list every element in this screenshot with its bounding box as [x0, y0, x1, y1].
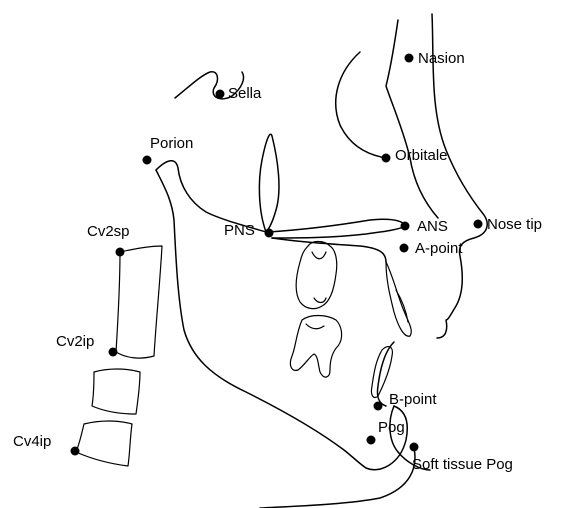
landmark-dot: [474, 220, 483, 229]
landmark-dot: [400, 244, 409, 253]
landmark-label: Nose tip: [487, 216, 542, 233]
landmark-dot: [265, 229, 274, 238]
landmark-nasion: Nasion: [405, 50, 465, 67]
maxilla-outline: [272, 238, 386, 262]
palate-outline: [268, 219, 406, 238]
landmark-label: Cv4ip: [13, 433, 51, 450]
lower-molar: [290, 316, 341, 378]
landmark-orbitale: Orbitale: [382, 147, 448, 164]
orbit-rim: [336, 52, 386, 158]
landmark-label: Orbitale: [395, 147, 448, 164]
landmark-label: B-point: [389, 391, 437, 408]
landmark-label: Soft tissue Pog: [412, 456, 513, 473]
cv2-vertebra: [116, 246, 162, 358]
landmark-label: Sella: [228, 85, 262, 102]
landmark-a-point: A-point: [400, 240, 464, 257]
landmark-dot: [216, 90, 225, 99]
upper-molar-root: [312, 252, 326, 303]
landmark-label: Nasion: [418, 50, 465, 67]
landmark-dot: [401, 222, 410, 231]
landmark-dot: [143, 156, 152, 165]
mandible-ramus: [156, 170, 407, 470]
cv4-vertebra: [76, 421, 132, 466]
chin-soft-tissue: [260, 448, 415, 508]
landmark-dot: [116, 248, 125, 257]
landmark-dot: [109, 348, 118, 357]
landmark-dot: [374, 402, 383, 411]
upper-incisor: [386, 262, 411, 336]
landmark-dot: [405, 54, 414, 63]
landmark-dot: [382, 154, 391, 163]
landmark-label: Cv2sp: [87, 223, 130, 240]
landmark-nose-tip: Nose tip: [474, 216, 543, 233]
landmark-label: PNS: [224, 222, 255, 239]
landmark-label: A-point: [415, 240, 463, 257]
landmark-dot: [410, 443, 419, 452]
landmark-pns: PNS: [224, 222, 274, 239]
landmark-label: Pog: [378, 419, 405, 436]
landmark-cv2ip: Cv2ip: [56, 333, 118, 357]
landmark-cv4ip: Cv4ip: [13, 433, 80, 456]
pterygoid-outline: [259, 134, 279, 232]
landmark-soft-tissue-pog: Soft tissue Pog: [410, 443, 513, 474]
landmark-cv2sp: Cv2sp: [87, 223, 130, 257]
landmark-dot: [367, 436, 376, 445]
upper-molar: [296, 242, 337, 309]
landmark-label: ANS: [417, 218, 448, 235]
landmark-label: Cv2ip: [56, 333, 94, 350]
lower-molar-fissure: [306, 324, 324, 329]
landmark-b-point: B-point: [374, 391, 438, 411]
landmark-ans: ANS: [401, 218, 448, 235]
lower-incisor: [371, 347, 392, 398]
landmark-label: Porion: [150, 135, 193, 152]
landmark-dot: [71, 447, 80, 456]
landmark-porion: Porion: [143, 135, 194, 165]
cv3-vertebra: [92, 369, 140, 414]
landmark-pog: Pog: [367, 419, 405, 445]
